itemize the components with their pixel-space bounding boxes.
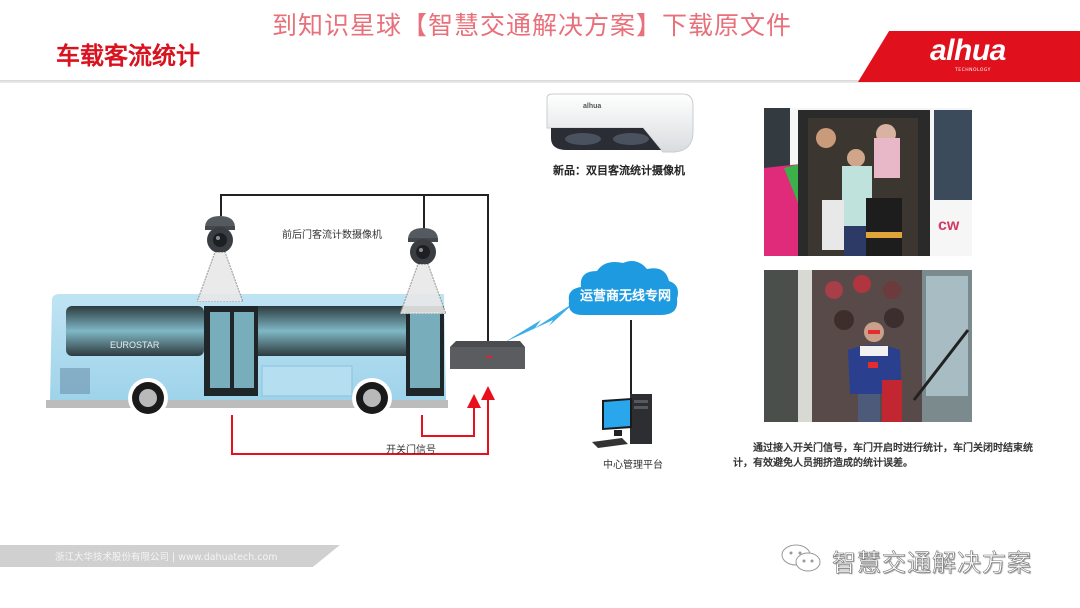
front-door-camera-icon xyxy=(205,216,235,253)
camera-wire-left-drop xyxy=(220,194,222,216)
cloud-network-icon xyxy=(568,261,678,315)
svg-text:alhua: alhua xyxy=(583,103,601,110)
platform-label: 中心管理平台 xyxy=(603,460,663,471)
passengers-boarding-photo xyxy=(764,270,972,422)
camera-label: 前后门客流计数摄像机 xyxy=(282,230,382,241)
signal-arrow-icon xyxy=(467,394,481,408)
platform-wire xyxy=(630,320,632,398)
footer-company: 浙江大华技术股份有限公司 | www.dahuatech.com xyxy=(55,552,278,563)
wireless-link-icon xyxy=(505,302,575,342)
front-door-signal-wire-v xyxy=(231,415,233,455)
wechat-account-name: 智慧交通解决方案 xyxy=(832,549,1032,578)
crowded-bus-door-photo: cw xyxy=(764,108,972,256)
rear-door-signal-wire-h xyxy=(421,435,475,437)
management-pc-icon xyxy=(592,394,652,448)
svg-text:cw: cw xyxy=(938,217,960,234)
wechat-icon xyxy=(781,544,821,572)
front-camera-beam xyxy=(197,252,243,302)
front-door-signal-wire-up xyxy=(487,396,489,455)
product-caption: 新品：双目客流统计摄像机 xyxy=(553,164,685,177)
bus-illustration: EUROSTAR xyxy=(46,294,448,418)
dahua-logo: alhua xyxy=(930,34,1006,67)
rear-door-signal-wire-v xyxy=(421,415,423,437)
rear-camera-beam xyxy=(400,264,446,314)
footer-band xyxy=(0,545,340,567)
header-divider xyxy=(0,80,880,83)
bus-brand-label: EUROSTAR xyxy=(110,340,160,350)
signal-arrow-icon xyxy=(481,386,495,400)
front-door-signal-wire-h xyxy=(231,453,489,455)
description-text: 通过接入开关门信号，车门开启时进行统计，车门关闭时结束统计，有效避免人员拥挤造成… xyxy=(733,443,1033,469)
page-title: 车载客流统计 xyxy=(56,42,200,70)
network-label: 运营商无线专网 xyxy=(580,289,672,304)
camera-wire-right-drop xyxy=(423,194,425,230)
watermark-text: 到知识星球【智慧交通解决方案】下载原文件 xyxy=(272,11,793,40)
dvr-wire xyxy=(487,194,489,342)
logo-band xyxy=(858,31,1080,82)
binocular-camera-icon: alhua xyxy=(546,93,694,153)
camera-wire-top xyxy=(220,194,488,196)
logo-tagline: TECHNOLOGY xyxy=(955,68,991,73)
mobile-dvr-icon xyxy=(450,341,525,369)
rear-door-camera-icon xyxy=(408,228,438,265)
rear-door-signal-wire-up xyxy=(473,404,475,437)
door-signal-label: 开关门信号 xyxy=(386,445,436,456)
